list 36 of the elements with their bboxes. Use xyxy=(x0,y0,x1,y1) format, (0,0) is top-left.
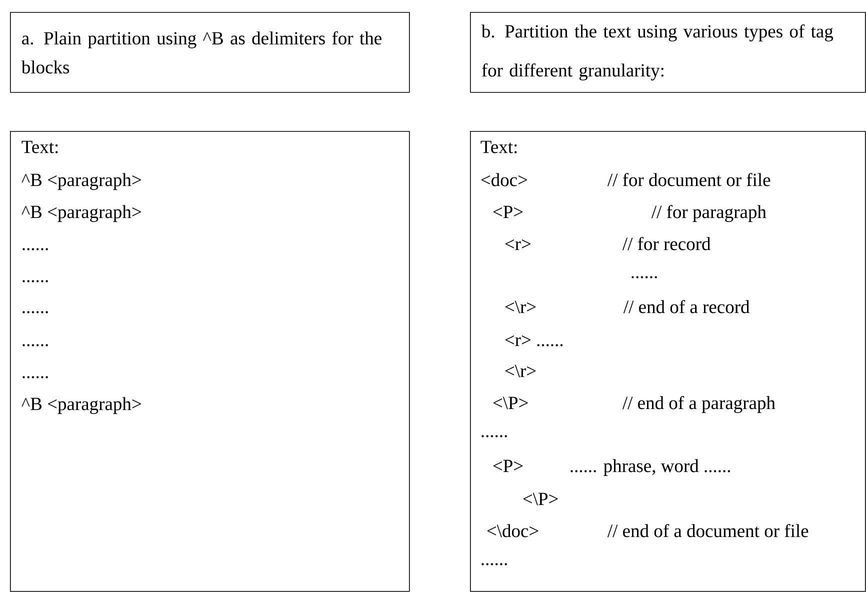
code-line: <r> ...... xyxy=(505,335,563,346)
code-comment: // for paragraph xyxy=(651,204,766,222)
code-line: Text: xyxy=(480,140,517,154)
code-line: <doc> xyxy=(481,173,528,186)
code-comment: // end of a document or file xyxy=(607,524,808,538)
code-line: <P> xyxy=(493,206,523,218)
caption-box xyxy=(470,12,866,93)
code-line: <P> xyxy=(493,460,523,472)
code-line: <\r> xyxy=(505,300,536,314)
code-line: <\r> xyxy=(505,364,536,378)
code-comment: // for record xyxy=(622,236,711,250)
text-panel xyxy=(470,131,866,592)
code-line: ...... xyxy=(22,280,48,282)
caption-text: b. Partition the text using various types of tag for different granularity: xyxy=(481,24,834,80)
code-line: ...... xyxy=(22,311,48,314)
code-line: ^B <paragraph> xyxy=(22,173,141,190)
code-line: ...... xyxy=(22,248,48,250)
code-line: ^B <paragraph> xyxy=(22,397,141,414)
code-line: ...... xyxy=(482,435,507,438)
code-comment: // for document or file xyxy=(607,172,770,186)
code-line: ...... phrase, word ...... xyxy=(570,459,730,476)
code-line: <\P> xyxy=(523,492,558,506)
code-comment: // end of a paragraph xyxy=(622,396,776,413)
code-line: ...... xyxy=(632,276,657,278)
caption-box xyxy=(10,12,410,93)
code-line: ...... xyxy=(482,563,507,566)
code-comment: // end of a record xyxy=(623,300,750,314)
code-line: <\doc> xyxy=(487,524,538,538)
text-panel xyxy=(10,131,410,592)
code-line: <\P> xyxy=(493,396,528,410)
code-line: ...... xyxy=(22,376,48,378)
caption-text: a. Plain partition using ^B as delimiters for the blocks xyxy=(21,31,382,74)
code-line: ^B <paragraph> xyxy=(22,205,141,222)
code-line: ...... xyxy=(22,344,48,346)
code-line: Text: xyxy=(22,140,58,154)
code-line: <r> xyxy=(505,239,531,250)
